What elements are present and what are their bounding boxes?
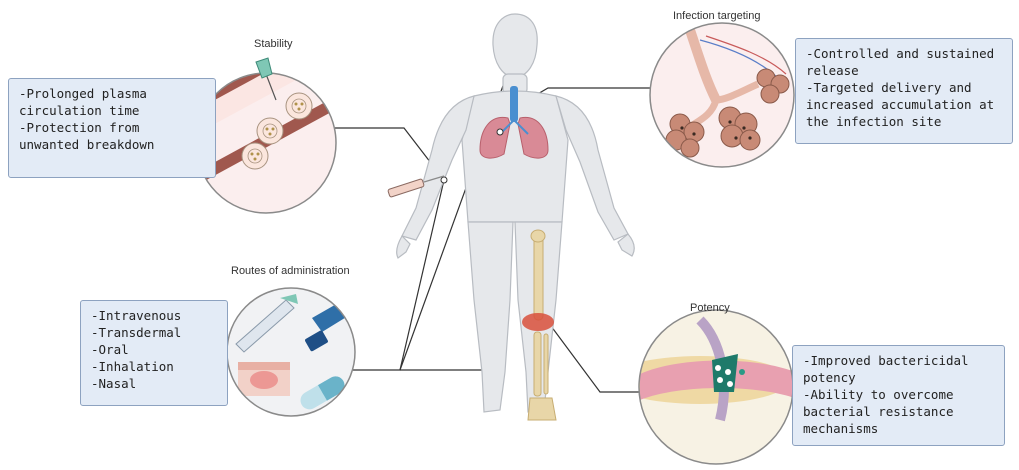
potency-circle [610, 310, 800, 464]
route-item: -Intravenous [91, 307, 217, 324]
stability-point: unwanted breakdown [19, 136, 205, 153]
connector-potency [548, 322, 640, 392]
potency-point: mechanisms [803, 420, 994, 437]
nanoparticle [257, 118, 283, 144]
potency-info-box: -Improved bactericidal potency -Ability … [792, 345, 1005, 446]
infection-targeting-title: Infection targeting [673, 10, 760, 22]
routes-circle [227, 288, 355, 416]
stability-point: -Protection from [19, 119, 205, 136]
infection-targeting-point: increased accumulation at [806, 96, 1002, 113]
nanoparticle [242, 143, 268, 169]
right-arm [556, 96, 628, 240]
human-body [397, 14, 635, 412]
routes-of-administration-title: Routes of administration [231, 265, 350, 277]
potency-point: potency [803, 369, 994, 386]
route-item: -Nasal [91, 375, 217, 392]
potency-point: bacterial resistance [803, 403, 994, 420]
femur [534, 236, 543, 320]
stability-info-box: -Prolonged plasma circulation time -Prot… [8, 78, 216, 178]
route-item: -Inhalation [91, 358, 217, 375]
routes-info-box: -Intravenous -Transdermal -Oral -Inhalat… [80, 300, 228, 406]
left-leg [468, 222, 513, 412]
left-arm [402, 96, 474, 240]
potency-point: -Ability to overcome [803, 386, 994, 403]
nanoparticle [286, 93, 312, 119]
infection-circle [650, 23, 794, 167]
head [493, 14, 537, 78]
route-item: -Transdermal [91, 324, 217, 341]
trachea [510, 86, 518, 122]
infection-targeting-info-box: -Controlled and sustained release -Targe… [795, 38, 1013, 144]
left-hand [397, 236, 410, 258]
infection-targeting-point: -Targeted delivery and [806, 79, 1002, 96]
knee-inflammation [522, 313, 554, 331]
stability-title: Stability [254, 38, 293, 50]
route-item: -Oral [91, 341, 217, 358]
tibia [534, 332, 541, 396]
lung-target-marker [497, 129, 503, 135]
infection-targeting-point: release [806, 62, 1002, 79]
potency-title: Potency [690, 302, 730, 314]
skin-patch-icon [238, 362, 290, 396]
stability-point: circulation time [19, 102, 205, 119]
potency-point: -Improved bactericidal [803, 352, 994, 369]
stability-point: -Prolonged plasma [19, 85, 205, 102]
fibula [544, 334, 548, 394]
infection-targeting-point: -Controlled and sustained [806, 45, 1002, 62]
infection-targeting-point: the infection site [806, 113, 1002, 130]
